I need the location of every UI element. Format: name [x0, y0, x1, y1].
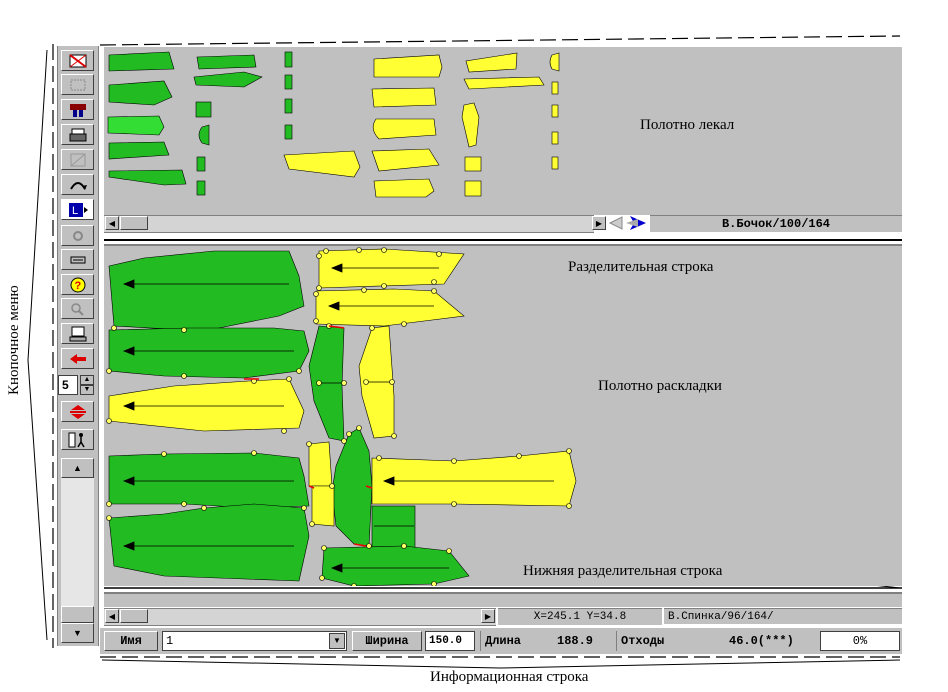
- progress-percent: 0%: [852, 634, 868, 648]
- cut-layout-button[interactable]: [61, 50, 94, 71]
- scroll-right-button[interactable]: ▶: [481, 609, 495, 623]
- tools-button[interactable]: [61, 99, 94, 120]
- computer-icon: [69, 326, 86, 341]
- waste-value: 46.0(***): [729, 634, 794, 648]
- info-row: Имя 1 ▼ Ширина 150.0 Длина 188.9 Отходы …: [100, 628, 902, 654]
- pattern-pieces: [107, 51, 560, 198]
- print-button[interactable]: [61, 124, 94, 145]
- toolbar-scroll-up[interactable]: ▲: [61, 458, 94, 478]
- scroll-right-button[interactable]: ▶: [592, 216, 606, 230]
- spin-value-field[interactable]: 5: [58, 375, 78, 395]
- wrench-icon: [69, 103, 86, 117]
- diagonal-icon: [70, 153, 85, 166]
- triangle-down-icon: ▼: [73, 628, 82, 638]
- button-toolbar: L ? 5 ▲ ▼ ▲ ▼: [57, 46, 99, 646]
- toolbar-scroll-down[interactable]: ▼: [61, 623, 94, 643]
- name-button[interactable]: Имя: [104, 631, 158, 651]
- chevron-down-icon: ▼: [333, 636, 341, 645]
- back-button[interactable]: [61, 348, 94, 369]
- walk-button[interactable]: [61, 429, 94, 450]
- rotate-button[interactable]: [61, 174, 94, 195]
- layout-pieces: [106, 247, 577, 589]
- coordinates-readout: X=245.1 Y=34.8: [498, 608, 662, 625]
- bar-icon: [70, 256, 85, 263]
- spin-down-button[interactable]: ▼: [80, 385, 94, 395]
- grid-button[interactable]: [61, 74, 94, 95]
- piece-placement-icon: L: [68, 202, 88, 217]
- waste-label: Отходы: [621, 634, 665, 648]
- name-value: 1: [166, 634, 174, 648]
- info-row-annotation: Информационная строка: [430, 669, 589, 685]
- spin-up-button[interactable]: ▲: [80, 375, 94, 385]
- bottom-separator-row-annotation: Нижняя разделительная строка: [523, 563, 723, 579]
- name-dropdown-button[interactable]: ▼: [329, 633, 345, 649]
- separator-row-annotation: Разделительная строка: [568, 259, 714, 275]
- layout-edit-button[interactable]: [61, 149, 94, 170]
- toolbar-scroll-thumb[interactable]: [61, 606, 94, 623]
- grid-icon: [70, 79, 85, 90]
- mid-status-text: В.Спинка/96/164/: [664, 608, 902, 624]
- navigation-arrows-icon[interactable]: [608, 215, 648, 232]
- length-label: Длина: [485, 634, 522, 648]
- magnifier-icon: [70, 302, 84, 316]
- flip-arrows-icon: [69, 404, 86, 419]
- computer-button[interactable]: [61, 323, 94, 344]
- width-button[interactable]: Ширина: [352, 631, 422, 651]
- triangle-up-icon: ▲: [73, 463, 82, 473]
- button-menu-annotation: Кнопочное меню: [6, 285, 22, 395]
- triangle-up-icon: ▲: [83, 376, 91, 383]
- triangle-left-icon: ◀: [108, 611, 116, 621]
- triangle-left-icon: ◀: [108, 218, 116, 228]
- minimize-button[interactable]: [61, 249, 94, 270]
- person-walking-icon: [68, 432, 85, 447]
- top-horizontal-scrollbar[interactable]: ◀: [104, 215, 594, 233]
- help-button[interactable]: ?: [61, 274, 94, 295]
- toolbar-scroll-track[interactable]: [61, 478, 94, 623]
- top-status-text: В.Бочок/100/164: [650, 215, 902, 232]
- width-input[interactable]: 150.0: [425, 631, 475, 651]
- bottom-separator-row: [104, 594, 902, 607]
- settings-button[interactable]: [61, 225, 94, 246]
- length-value: 188.9: [557, 634, 594, 648]
- gear-icon: [72, 230, 83, 241]
- triangle-down-icon: ▼: [83, 386, 91, 393]
- svg-text:L: L: [72, 205, 78, 217]
- flip-vertical-button[interactable]: [61, 401, 94, 422]
- svg-text:?: ?: [74, 280, 81, 292]
- name-select[interactable]: 1: [162, 631, 347, 651]
- spin-value: 5: [62, 378, 69, 392]
- printer-icon: [69, 128, 86, 141]
- patterns-canvas-annotation: Полотно лекал: [640, 117, 735, 133]
- scroll-left-button[interactable]: ◀: [105, 216, 119, 230]
- place-piece-button[interactable]: L: [61, 199, 94, 220]
- triangle-right-icon: ▶: [595, 218, 603, 228]
- layout-canvas[interactable]: [104, 246, 902, 589]
- width-value: 150.0: [429, 635, 463, 647]
- arrow-left-icon: [69, 353, 86, 364]
- question-icon: ?: [70, 277, 85, 292]
- waste-group: Отходы 46.0(***): [616, 631, 817, 651]
- length-group: Длина 188.9: [480, 631, 617, 651]
- scroll-thumb[interactable]: [120, 609, 148, 623]
- cross-out-icon: [68, 53, 87, 68]
- progress-field: 0%: [820, 631, 900, 651]
- rotate-arrow-icon: [69, 181, 87, 190]
- zoom-button[interactable]: [61, 298, 94, 319]
- mid-horizontal-scrollbar[interactable]: ◀ ▶: [104, 608, 496, 626]
- triangle-right-icon: ▶: [484, 611, 492, 621]
- layout-canvas-annotation: Полотно раскладки: [598, 378, 722, 394]
- scroll-thumb[interactable]: [120, 216, 148, 230]
- patterns-canvas[interactable]: [104, 47, 902, 215]
- scroll-left-button[interactable]: ◀: [105, 609, 119, 623]
